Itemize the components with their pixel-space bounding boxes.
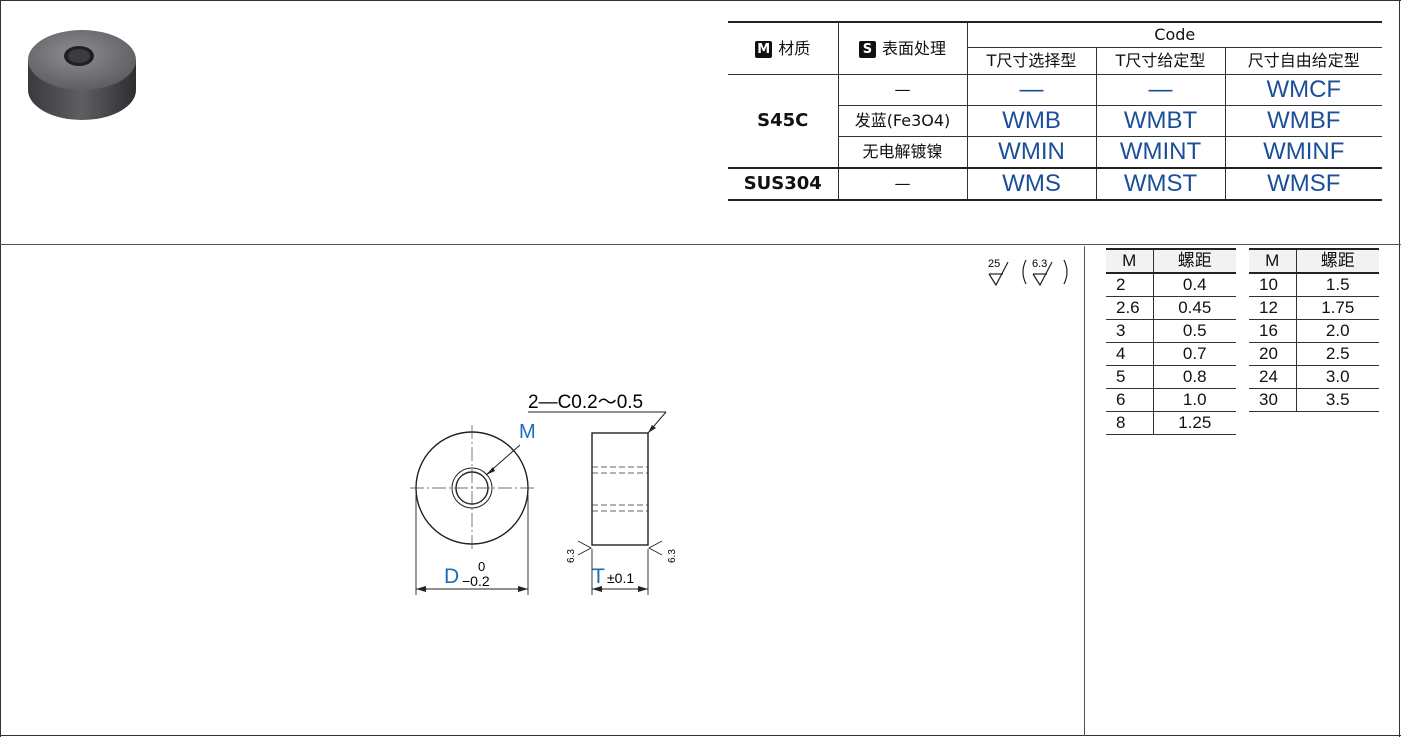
- pitch-m-value: 2.6: [1106, 296, 1153, 320]
- roughness-left: 6.3: [566, 549, 577, 563]
- technical-drawing: M D 0 −0.2 2—C0.2～0.5 T ±0.1 6.3 6.3: [410, 392, 678, 595]
- d-tol-upper: 0: [478, 559, 485, 574]
- header-code: Code: [966, 21, 1383, 48]
- header-surface-cell: S 表面处理: [837, 21, 968, 75]
- code-cell: WMS: [966, 168, 1097, 201]
- pitch-value: 3.5: [1295, 388, 1379, 412]
- surface-badge: S: [858, 40, 876, 58]
- pitch-value: 0.8: [1152, 365, 1236, 389]
- pitch-m-value: 30: [1249, 388, 1296, 412]
- pitch-header-m: M: [1249, 248, 1296, 274]
- header-material: 材质: [778, 38, 811, 58]
- section-divider-vertical: [1084, 246, 1085, 736]
- material-s45c: S45C: [728, 74, 839, 169]
- code-cell: WMSF: [1224, 168, 1383, 201]
- d-dimension-label: D: [444, 565, 459, 588]
- pitch-m-value: 6: [1106, 388, 1153, 412]
- header-surface: 表面处理: [881, 38, 946, 58]
- t-tolerance: ±0.1: [607, 570, 634, 586]
- chamfer-label: 2—C0.2～0.5: [528, 392, 643, 413]
- pitch-value: 0.5: [1152, 319, 1236, 343]
- frame-right-border: [1399, 0, 1400, 737]
- subheader-t-select: T尺寸选择型: [966, 47, 1097, 75]
- pitch-value: 0.4: [1152, 273, 1236, 297]
- section-divider-horizontal: [0, 244, 1401, 245]
- subheader-free: 尺寸自由给定型: [1224, 47, 1383, 75]
- pitch-m-value: 16: [1249, 319, 1296, 343]
- surface-none: —: [837, 168, 968, 201]
- pitch-m-value: 20: [1249, 342, 1296, 366]
- pitch-value: 1.5: [1295, 273, 1379, 297]
- pitch-m-value: 10: [1249, 273, 1296, 297]
- roughness-right: 6.3: [667, 549, 678, 563]
- pitch-header-pitch: 螺距: [1152, 248, 1236, 274]
- pitch-value: 3.0: [1295, 365, 1379, 389]
- surface-roughness-symbol: 25 6.3: [988, 258, 1068, 287]
- pitch-value: 1.0: [1152, 388, 1236, 412]
- m-thread-label: M: [519, 421, 536, 443]
- frame-bottom-border: [0, 735, 1401, 736]
- pitch-m-value: 12: [1249, 296, 1296, 320]
- pitch-value: 1.25: [1152, 411, 1236, 435]
- code-cell: WMBF: [1224, 105, 1383, 137]
- front-view: M D 0 −0.2: [410, 421, 536, 595]
- code-cell: WMINF: [1224, 136, 1383, 169]
- material-badge: M: [755, 40, 773, 58]
- code-cell: WMST: [1095, 168, 1226, 201]
- pitch-m-value: 3: [1106, 319, 1153, 343]
- code-cell: —: [966, 74, 1097, 106]
- surface-nickel: 无电解镀镍: [837, 136, 968, 169]
- side-view: 2—C0.2～0.5 T ±0.1 6.3 6.3: [528, 392, 678, 595]
- pitch-value: 0.45: [1152, 296, 1236, 320]
- frame-left-border: [0, 0, 1, 737]
- d-tol-lower: −0.2: [462, 573, 490, 589]
- pitch-value: 0.7: [1152, 342, 1236, 366]
- material-sus304: SUS304: [728, 168, 839, 201]
- pitch-header-m: M: [1106, 248, 1153, 274]
- header-material-cell: M 材质: [728, 21, 839, 75]
- surface-black-oxide: 发蓝(Fe3O4): [837, 105, 968, 137]
- pitch-m-value: 24: [1249, 365, 1296, 389]
- roughness-other-value: 6.3: [1032, 258, 1047, 270]
- pitch-m-value: 8: [1106, 411, 1153, 435]
- code-cell: WMINT: [1095, 136, 1226, 169]
- code-table: M 材质 S 表面处理 Code T尺寸选择型 T尺寸给定型 尺寸自由给定型 S45…: [728, 21, 1383, 201]
- pitch-m-value: 4: [1106, 342, 1153, 366]
- code-cell: —: [1095, 74, 1226, 106]
- pitch-m-value: 2: [1106, 273, 1153, 297]
- surface-none: —: [837, 74, 968, 106]
- product-photo-washer: [28, 30, 136, 120]
- pitch-header-pitch: 螺距: [1295, 248, 1379, 274]
- code-cell: WMB: [966, 105, 1097, 137]
- pitch-value: 2.0: [1295, 319, 1379, 343]
- pitch-m-value: 5: [1106, 365, 1153, 389]
- code-cell: WMBT: [1095, 105, 1226, 137]
- t-dimension-label: T: [592, 565, 605, 588]
- code-cell: WMIN: [966, 136, 1097, 169]
- code-cell: WMCF: [1224, 74, 1383, 106]
- subheader-t-given: T尺寸给定型: [1095, 47, 1226, 75]
- pitch-value: 1.75: [1295, 296, 1379, 320]
- pitch-value: 2.5: [1295, 342, 1379, 366]
- frame-top-border: [0, 0, 1401, 1]
- roughness-main-value: 25: [988, 258, 1000, 270]
